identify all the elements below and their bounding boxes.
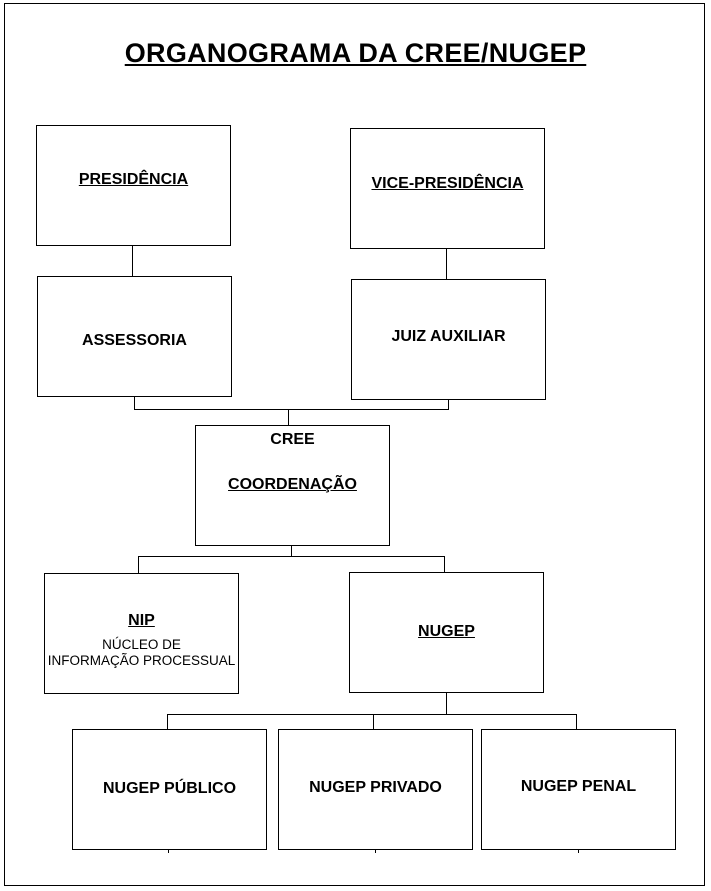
assessoria-box: ASSESSORIA [37,276,232,397]
nugep-publico-box: NUGEP PÚBLICO [72,729,267,850]
cree-coordenacao-box: CREE COORDENAÇÃO [195,425,390,546]
nip-description-line1: NÚCLEO DE [102,637,181,652]
nugep-penal-box: NUGEP PENAL [481,729,676,850]
juiz-auxiliar-label: JUIZ AUXILIAR [391,328,506,345]
nugep-penal-label: NUGEP PENAL [520,778,637,795]
cree-label: CREE [270,431,315,448]
nip-box: NIP NÚCLEO DE INFORMAÇÃO PROCESSUAL [44,573,239,694]
nugep-privado-box: NUGEP PRIVADO [278,729,473,850]
presidencia-label: PRESIDÊNCIA [78,171,189,188]
juiz-auxiliar-box: JUIZ AUXILIAR [351,279,546,400]
nip-description-line2: INFORMAÇÃO PROCESSUAL [47,653,236,668]
presidencia-box: PRESIDÊNCIA [36,125,231,246]
coordenacao-label: COORDENAÇÃO [228,476,357,493]
diagram-frame [4,3,705,886]
nugep-privado-label: NUGEP PRIVADO [309,779,442,796]
nugep-publico-label: NUGEP PÚBLICO [102,780,237,797]
diagram-title: ORGANOGRAMA DA CREE/NUGEP [124,38,587,68]
nugep-box: NUGEP [349,572,544,693]
nip-label: NIP [128,612,155,629]
assessoria-label: ASSESSORIA [82,332,187,349]
nugep-label: NUGEP [418,623,475,640]
vice-presidencia-label: VICE-PRESIDÊNCIA [371,175,524,192]
vice-presidencia-box: VICE-PRESIDÊNCIA [350,128,545,249]
